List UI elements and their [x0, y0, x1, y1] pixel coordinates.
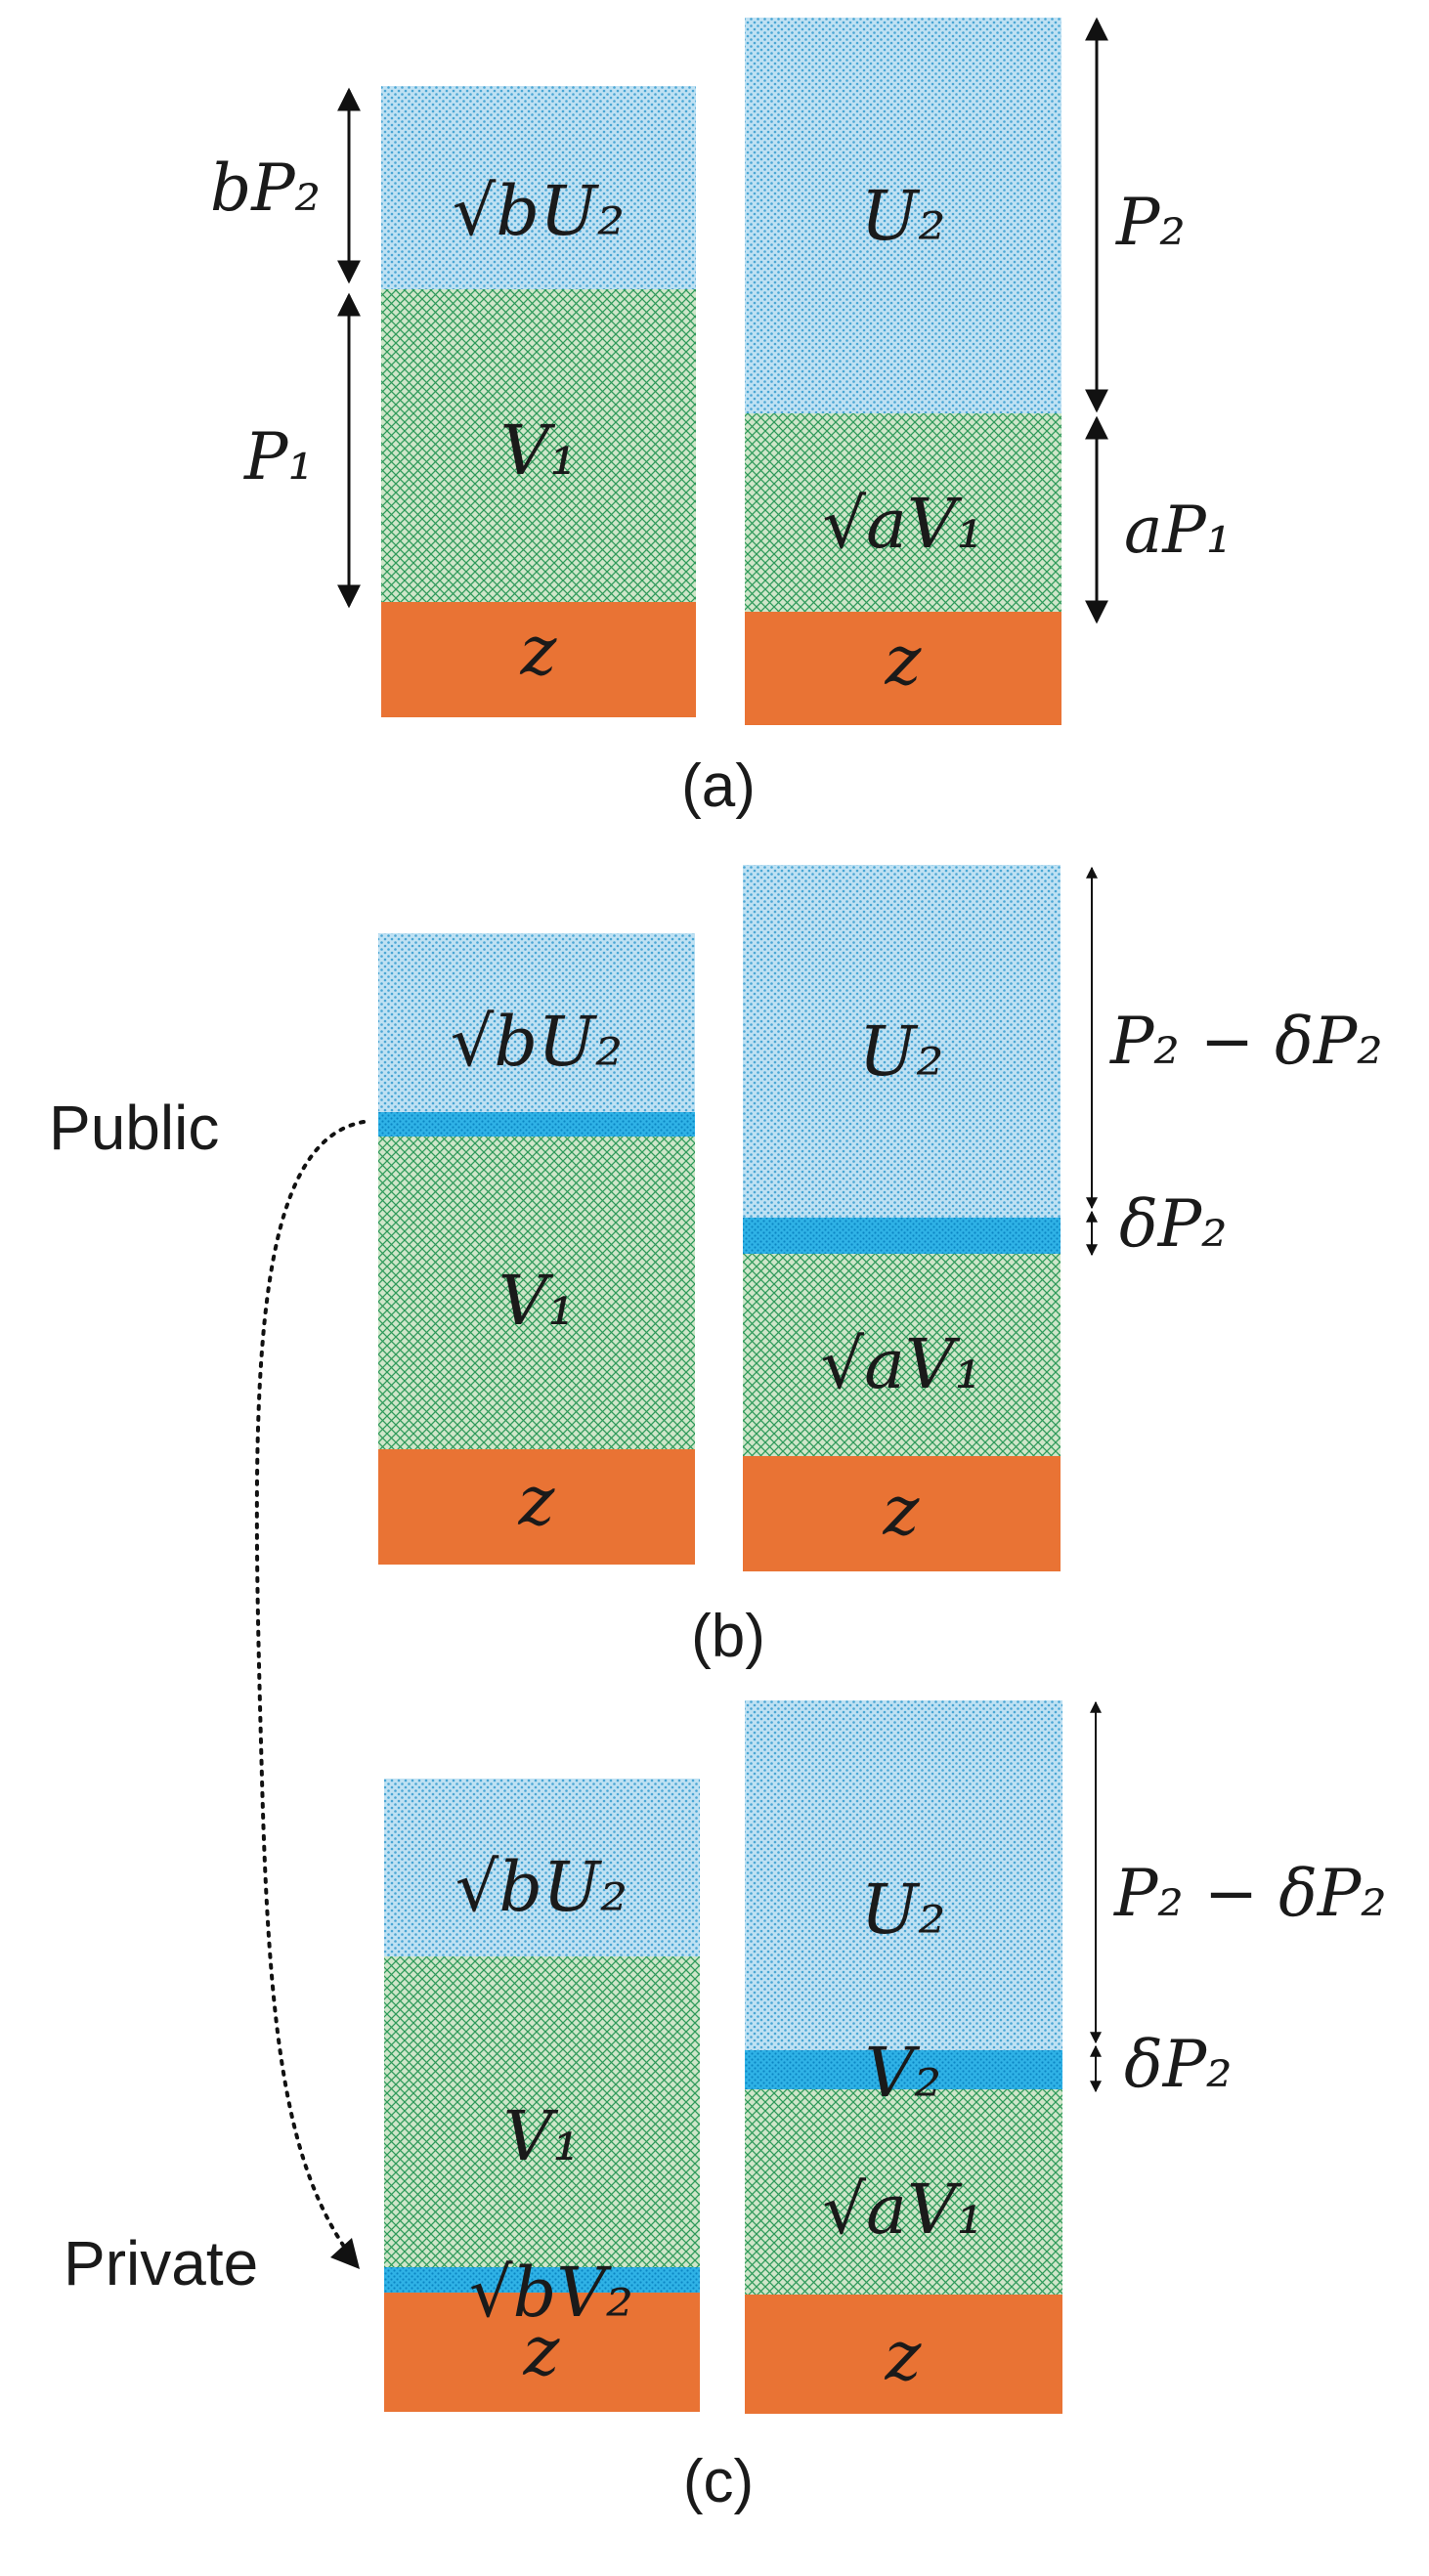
c-caption: (c): [683, 2448, 754, 2515]
b-right-noise-block: [743, 1456, 1061, 1571]
c-right-v1-block: [745, 2089, 1062, 2295]
a-right-top-dim-label: P₂: [1115, 185, 1186, 260]
b-right-top-label: U₂: [858, 1011, 943, 1092]
b-right-band-dim-label: δP₂: [1119, 1186, 1228, 1262]
public-to-private-arrow: [254, 1120, 366, 2262]
a-right-u2-block: [745, 18, 1061, 413]
c-left-noise-label: z: [523, 2311, 561, 2391]
c-right-u2-block: [745, 1700, 1062, 2050]
panel-a: √bU₂ V₁ z U₂ √aV₁ z bP₂ P₁ P₂ aP₁ (a): [210, 17, 1232, 820]
a-left-v1-block: [381, 289, 696, 602]
b-left-noise-block: [378, 1449, 695, 1565]
c-left-mid-label: V₁: [503, 2096, 581, 2176]
b-right-top-dim-label: P₂ − δP₂: [1109, 1004, 1383, 1079]
a-right-mid-dim-label: aP₁: [1124, 493, 1232, 568]
a-right-mid-label: √aV₁: [823, 484, 984, 564]
panel-c: √bU₂ V₁ z √bV₂ U₂ V₂ √aV₁ z P₂ − δP₂ δP₂…: [64, 1700, 1387, 2515]
a-right-top-label: U₂: [860, 176, 945, 256]
b-right-mid-label: √aV₁: [821, 1324, 982, 1404]
a-left-mid-dim-label: P₁: [243, 419, 314, 494]
a-right-v1-block: [745, 413, 1061, 612]
b-left-v1-block: [378, 1137, 695, 1449]
c-left-noise-block: [384, 2293, 700, 2412]
c-right-band-label: V₂: [865, 2033, 942, 2113]
b-caption: (b): [691, 1603, 765, 1670]
b-right-band: [743, 1218, 1061, 1254]
c-left-v1-block: [384, 1956, 700, 2267]
b-right-v1-block: [743, 1254, 1061, 1456]
c-left-u2-block: [384, 1779, 700, 1956]
a-left-u2-block: [381, 86, 696, 289]
b-right-noise-label: z: [883, 1471, 921, 1551]
c-right-top-label: U₂: [860, 1869, 945, 1950]
b-left-mid-label: V₁: [498, 1261, 576, 1341]
c-left-top-label: √bU₂: [455, 1847, 628, 1927]
a-left-noise-label: z: [520, 611, 558, 691]
b-left-top-label: √bU₂: [451, 1002, 623, 1082]
c-right-noise-label: z: [885, 2316, 923, 2396]
a-right-noise-label: z: [885, 621, 923, 701]
a-left-top-label: √bU₂: [453, 171, 625, 251]
b-public-label: Public: [49, 1093, 219, 1163]
b-left-u2-block: [378, 933, 695, 1112]
public-to-private-arrowhead: [330, 2238, 360, 2269]
a-caption: (a): [681, 752, 756, 820]
c-right-top-dim-label: P₂ − δP₂: [1113, 1856, 1387, 1931]
c-left-band-label: √bV₂: [469, 2253, 633, 2333]
c-right-mid-label: √aV₁: [823, 2169, 984, 2250]
a-right-noise-block: [745, 612, 1061, 725]
c-private-label: Private: [64, 2228, 258, 2298]
b-left-noise-label: z: [518, 1461, 556, 1541]
panel-b: √bU₂ V₁ z U₂ √aV₁ z P₂ − δP₂ δP₂ Public …: [49, 865, 1383, 1670]
c-left-private-band: [384, 2267, 700, 2293]
c-right-noise-block: [745, 2295, 1062, 2414]
a-left-mid-label: V₁: [500, 410, 578, 491]
a-left-noise-block: [381, 602, 696, 717]
c-right-band-dim-label: δP₂: [1124, 2027, 1233, 2102]
b-right-u2-block: [743, 865, 1061, 1218]
b-left-public-band: [378, 1112, 695, 1137]
a-left-top-dim-label: bP₂: [210, 150, 321, 226]
c-right-band: [745, 2050, 1062, 2089]
